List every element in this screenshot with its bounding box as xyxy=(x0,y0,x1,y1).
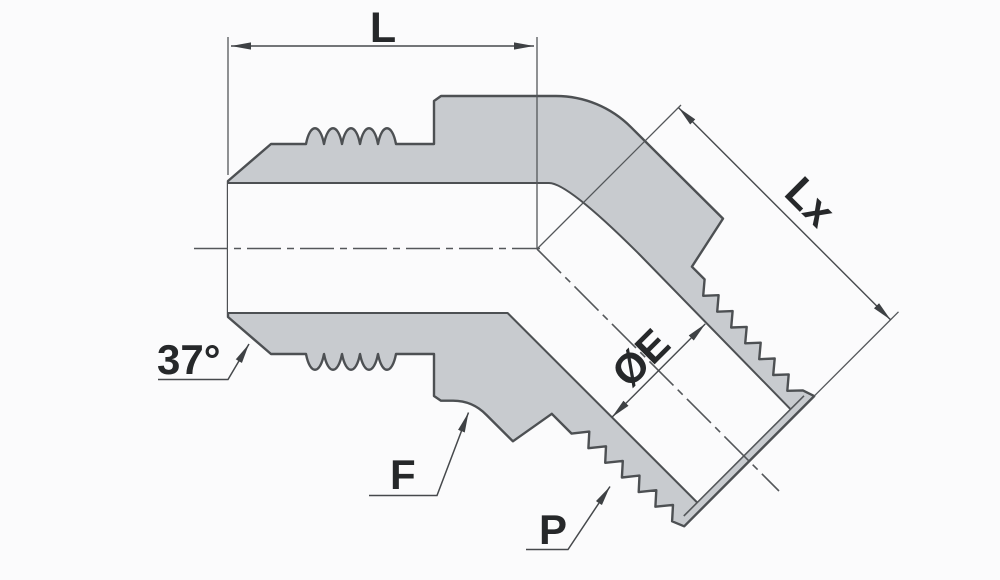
leader-F xyxy=(369,412,470,497)
dimension-L: L xyxy=(227,4,538,249)
label-P: P xyxy=(526,486,611,553)
label-37deg: 37° xyxy=(157,336,250,383)
bore-line-top xyxy=(228,182,792,410)
fitting-body xyxy=(226,94,816,528)
dimension-label-Lx: Lx xyxy=(776,168,844,236)
bore-line-bottom xyxy=(228,312,698,504)
dimension-label-L: L xyxy=(370,4,396,52)
extension-line-miter xyxy=(536,104,682,250)
angle-label-37deg: 37° xyxy=(157,336,221,383)
leader-P xyxy=(526,486,611,551)
bore-highlight xyxy=(228,183,791,503)
label-F: F xyxy=(369,412,470,498)
dimension-line-Lx xyxy=(678,107,892,321)
leader-37deg xyxy=(158,343,250,381)
ref-label-F: F xyxy=(390,451,416,498)
extension-line-end-face xyxy=(813,311,899,397)
dimension-line-OE xyxy=(611,323,706,418)
ref-label-P: P xyxy=(539,506,567,553)
